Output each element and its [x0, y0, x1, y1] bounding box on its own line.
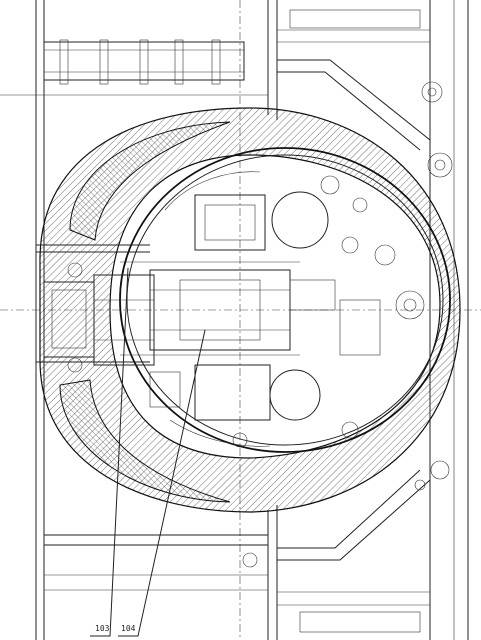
top-rail — [43, 39, 245, 85]
lower-left-plates — [44, 534, 268, 568]
armor-ring — [39, 107, 461, 513]
callout-103-label: 103 — [95, 624, 110, 633]
turret-compartment — [119, 147, 451, 453]
lower-right-plates — [277, 460, 450, 633]
upper-right-plates — [277, 9, 453, 178]
callout-104-label: 104 — [121, 624, 136, 633]
callout-leaders — [90, 267, 206, 637]
